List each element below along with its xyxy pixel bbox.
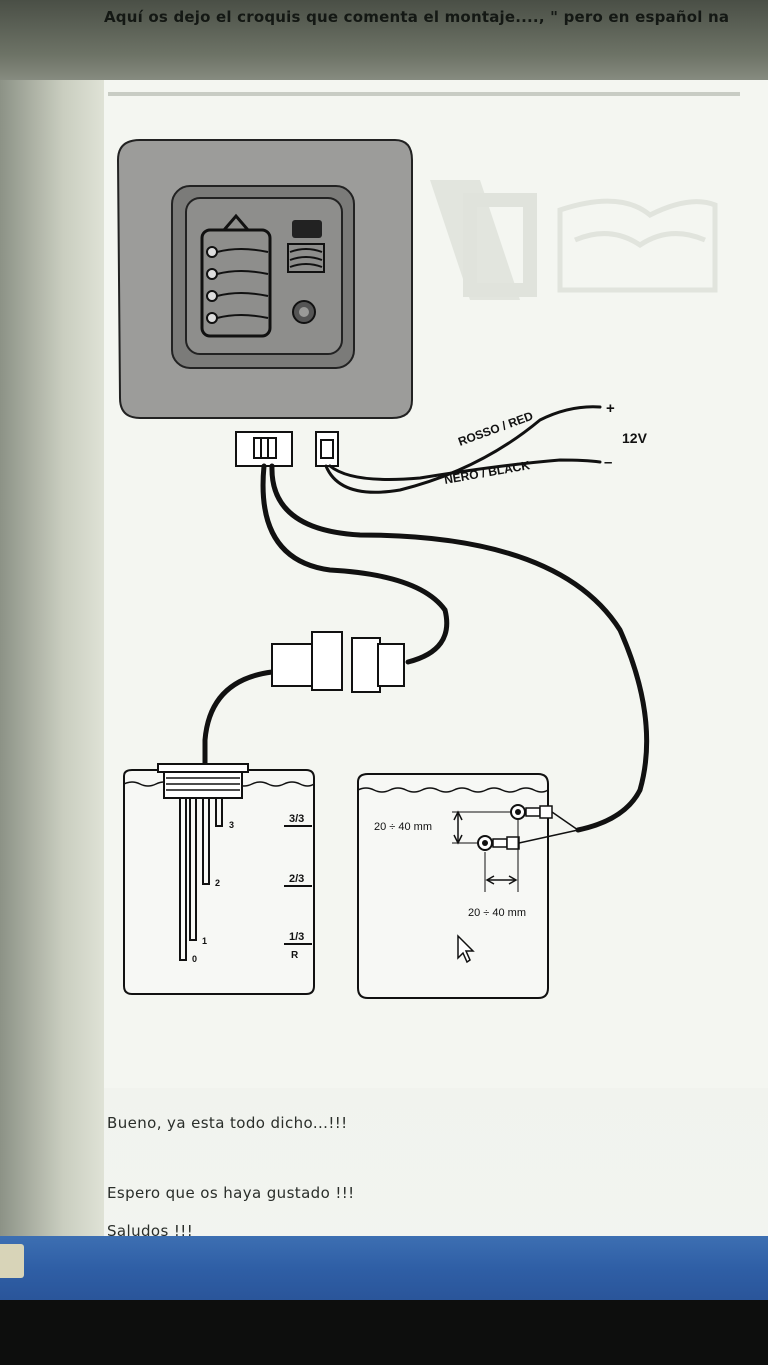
- page-left-margin: [0, 80, 104, 1240]
- plus-label: +: [606, 400, 615, 417]
- level-3-3-label: 3/3: [289, 813, 304, 825]
- voltage-label: 12V: [622, 430, 648, 446]
- post-text-line-1: Bueno, ya esta todo dicho...!!!: [107, 1114, 348, 1132]
- monitor-bezel-bottom: [0, 1300, 768, 1365]
- level-2-3-label: 2/3: [289, 873, 304, 885]
- probe-cable-lower: [202, 669, 275, 767]
- inline-connector: [271, 631, 405, 693]
- wiring-diagram-image: ROSSO / RED NERO / BLACK 12V + – 3/3 2/3…: [104, 80, 768, 1088]
- probe-2-label: 2: [215, 878, 220, 888]
- wire-black-label: NERO / BLACK: [443, 458, 531, 487]
- taskbar: [0, 1236, 768, 1300]
- sensor-cable: [269, 463, 650, 833]
- tank-level-icon: [200, 213, 272, 338]
- wires: [202, 405, 650, 833]
- probe-0-label: 0: [192, 954, 197, 964]
- level-r-label: R: [291, 950, 299, 961]
- post-text-line-3: Saludos !!!: [107, 1222, 194, 1240]
- tank-fill-icon: [287, 220, 325, 273]
- mouse-cursor-icon: [457, 934, 475, 964]
- probe-cable-upper: [260, 463, 450, 665]
- probe-3-label: 3: [229, 820, 234, 830]
- panel-connectors: [235, 431, 339, 467]
- dist-vertical-label: 20 ÷ 40 mm: [374, 821, 432, 833]
- dist-horizontal-label: 20 ÷ 40 mm: [468, 907, 526, 919]
- monitor-screen: Aquí os dejo el croquis que comenta el m…: [0, 0, 768, 1300]
- control-panel: [116, 139, 413, 419]
- red-wire: [324, 405, 602, 494]
- start-button-icon[interactable]: [0, 1244, 24, 1278]
- post-heading: Aquí os dejo el croquis que comenta el m…: [104, 8, 730, 26]
- black-wire: [328, 458, 602, 481]
- watermark-logo: [430, 180, 718, 300]
- led-highlight: [299, 307, 309, 317]
- probe-tank: [123, 763, 315, 995]
- probe-1-label: 1: [202, 936, 207, 946]
- post-text-line-2: Espero que os haya gustado !!!: [107, 1184, 355, 1202]
- wiring-diagram-svg: ROSSO / RED NERO / BLACK 12V + – 3/3 2/3…: [108, 92, 740, 999]
- sensor-tank: [357, 773, 579, 999]
- minus-label: –: [604, 454, 612, 471]
- post-header-bar: Aquí os dejo el croquis que comenta el m…: [0, 0, 768, 80]
- level-1-3-label: 1/3: [289, 931, 304, 943]
- wire-red-label: ROSSO / RED: [456, 409, 535, 449]
